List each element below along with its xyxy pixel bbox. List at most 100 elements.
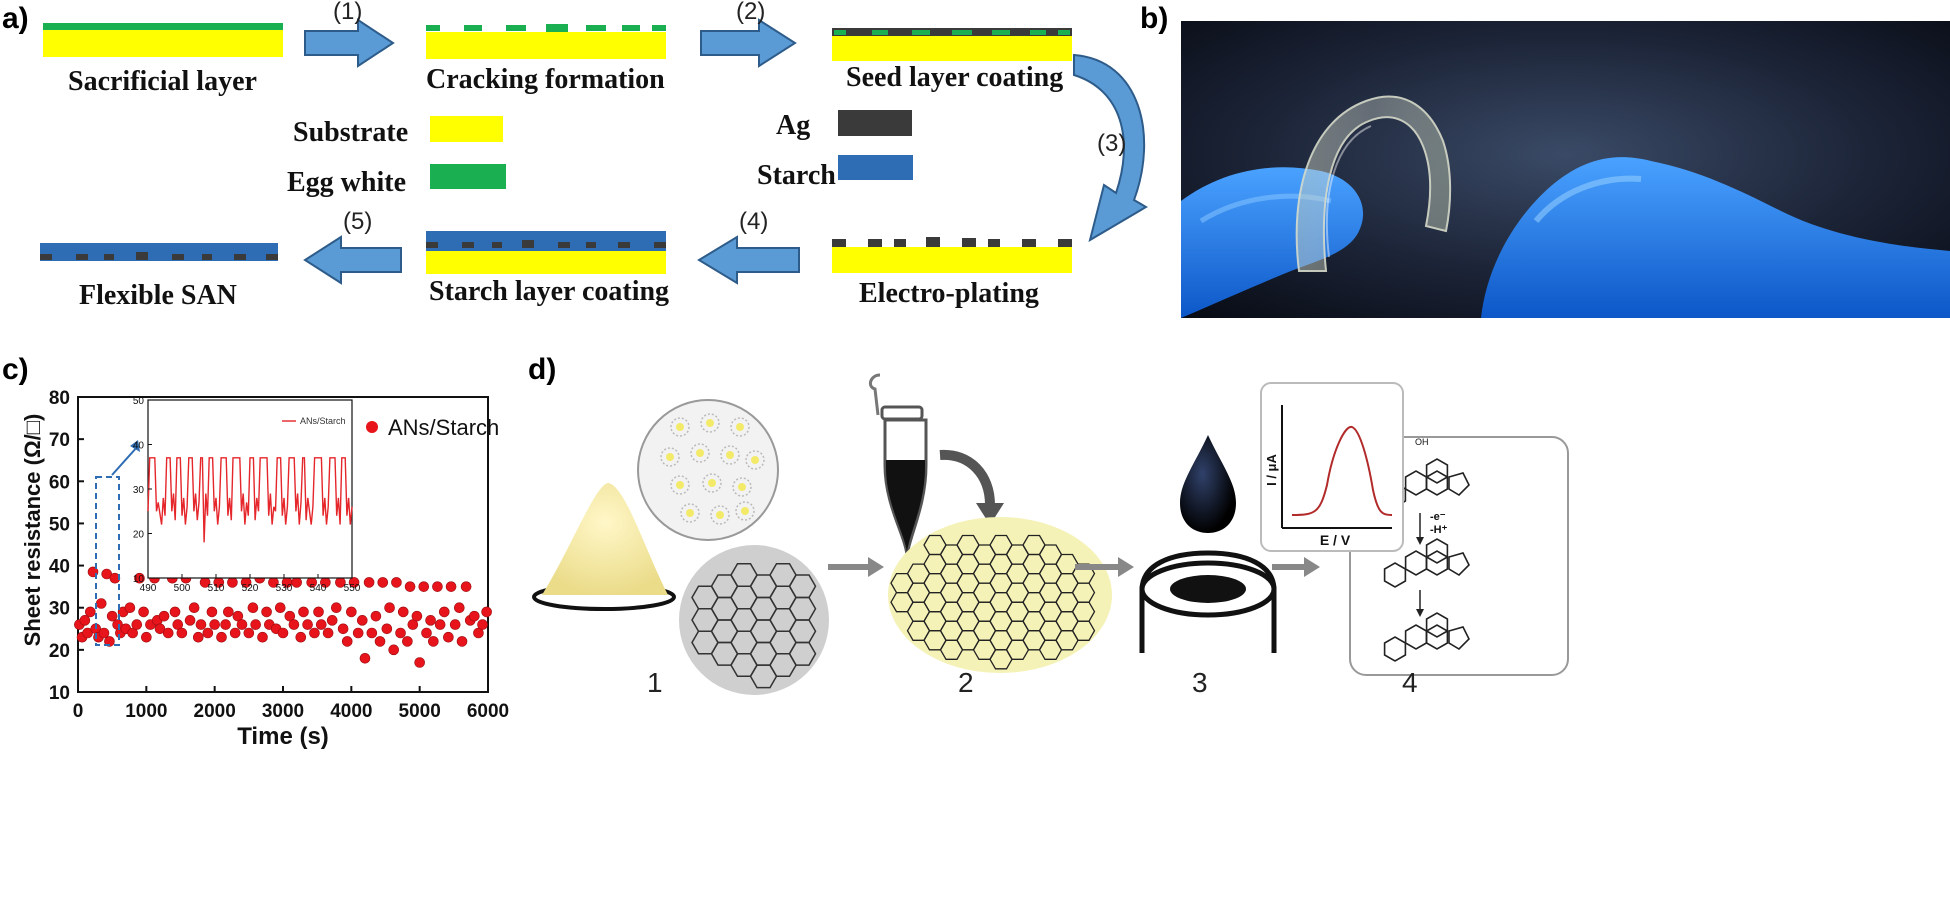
data-point (438, 606, 450, 618)
nanoparticle (670, 475, 690, 495)
data-point (414, 657, 425, 668)
data-point (460, 581, 472, 592)
arrow-5-icon (303, 235, 402, 285)
process-arrow-2-icon (1075, 557, 1134, 577)
data-point (370, 610, 382, 622)
data-point (188, 602, 200, 614)
data-point (291, 577, 302, 588)
data-point (288, 619, 300, 630)
molecule-ring (1448, 626, 1470, 651)
nanoparticle (720, 445, 740, 465)
nanoparticle (670, 417, 690, 437)
reaction-label-electron: -e⁻ (1430, 511, 1446, 523)
hex-ring (769, 653, 797, 678)
data-point (85, 606, 96, 618)
step-number-1: 1 (647, 667, 663, 698)
data-point (261, 606, 272, 618)
data-point (315, 619, 327, 630)
process-arrow-3-icon (1272, 557, 1320, 577)
nanoparticle-core (706, 419, 714, 427)
step-flexible-label: Flexible SAN (79, 280, 237, 311)
data-point (195, 619, 207, 630)
nanoparticle-core (736, 423, 744, 431)
y-tick-label: 80 (49, 388, 70, 409)
molecule-ring (1425, 550, 1449, 576)
arrow-5-number: (5) (343, 208, 373, 235)
y-tick-label: 30 (49, 599, 70, 620)
data-point (172, 619, 184, 630)
data-point (428, 636, 439, 647)
substrate-layer (43, 30, 283, 57)
data-point (284, 610, 296, 622)
data-point (366, 627, 378, 639)
inset-plot-area (147, 399, 353, 579)
data-point (381, 623, 393, 635)
step-number-4: 4 (1402, 667, 1418, 698)
substrate-layer (426, 251, 666, 274)
inset-legend-label: ANs/Starch (300, 416, 346, 426)
data-point (388, 644, 400, 656)
inset-x-tick-label: 490 (140, 583, 157, 594)
x-tick-label: 0 (73, 701, 84, 722)
x-tick-label: 1000 (125, 701, 167, 722)
nanoparticle-core (666, 453, 674, 461)
y-tick-label: 10 (49, 683, 70, 704)
data-point (274, 602, 286, 614)
data-point (257, 631, 268, 643)
data-point (124, 602, 136, 614)
starch-powder (532, 483, 676, 611)
data-point (162, 627, 174, 639)
substrate-layer (832, 247, 1072, 273)
data-point (127, 627, 138, 639)
data-point (391, 577, 402, 588)
data-point (131, 619, 143, 630)
graphene-view (679, 545, 829, 695)
nanoparticle-core (726, 451, 734, 459)
y-tick-label: 60 (49, 472, 70, 493)
nanoparticle-core (741, 507, 749, 515)
legend-substrate-swatch (430, 116, 503, 142)
step-cracking-label: Cracking formation (426, 64, 665, 95)
inset-x-tick-label: 510 (208, 583, 225, 594)
data-point (374, 636, 386, 647)
molecule-ring (1425, 538, 1449, 564)
data-point (227, 577, 238, 588)
data-point (295, 631, 307, 643)
data-point (432, 581, 443, 592)
hex-ring (989, 649, 1013, 670)
ag-embedded (426, 240, 666, 250)
arrow-2-icon (700, 18, 797, 68)
nanoparticle (745, 450, 765, 470)
step-number-3: 3 (1192, 667, 1208, 698)
substrate-layer (832, 36, 1072, 61)
nanoparticle (732, 477, 752, 497)
data-point (356, 615, 368, 626)
data-point (79, 615, 91, 626)
egg-white-layer (43, 23, 283, 30)
step-starch-coat-label: Starch layer coating (429, 276, 670, 307)
voltammogram-ylabel: I / μA (1264, 453, 1279, 485)
chart-legend: ANs/Starch (366, 415, 499, 440)
inset-x-tick-label: 550 (344, 583, 361, 594)
data-point (337, 623, 349, 635)
arrow-1-number: (1) (333, 0, 363, 25)
inset-y-tick-label: 40 (133, 441, 145, 452)
data-point (220, 619, 231, 630)
inset-y-tick-label: 20 (133, 530, 145, 541)
data-point (456, 636, 468, 647)
molecule-ring (1425, 624, 1449, 650)
composite-view (888, 517, 1112, 673)
nanoparticle-core (676, 423, 684, 431)
data-point (243, 627, 255, 639)
nanoparticle (730, 417, 750, 437)
inset-x-tick-label: 520 (242, 583, 259, 594)
inset-series-line (147, 457, 353, 543)
data-point (449, 619, 461, 630)
inset-x-tick-label: 540 (310, 583, 327, 594)
nanoparticle-core (696, 449, 704, 457)
ag-electroplated-layer (832, 237, 1072, 247)
reaction-label-proton: -H⁺ (1430, 524, 1448, 536)
x-tick-label: 4000 (330, 701, 372, 722)
